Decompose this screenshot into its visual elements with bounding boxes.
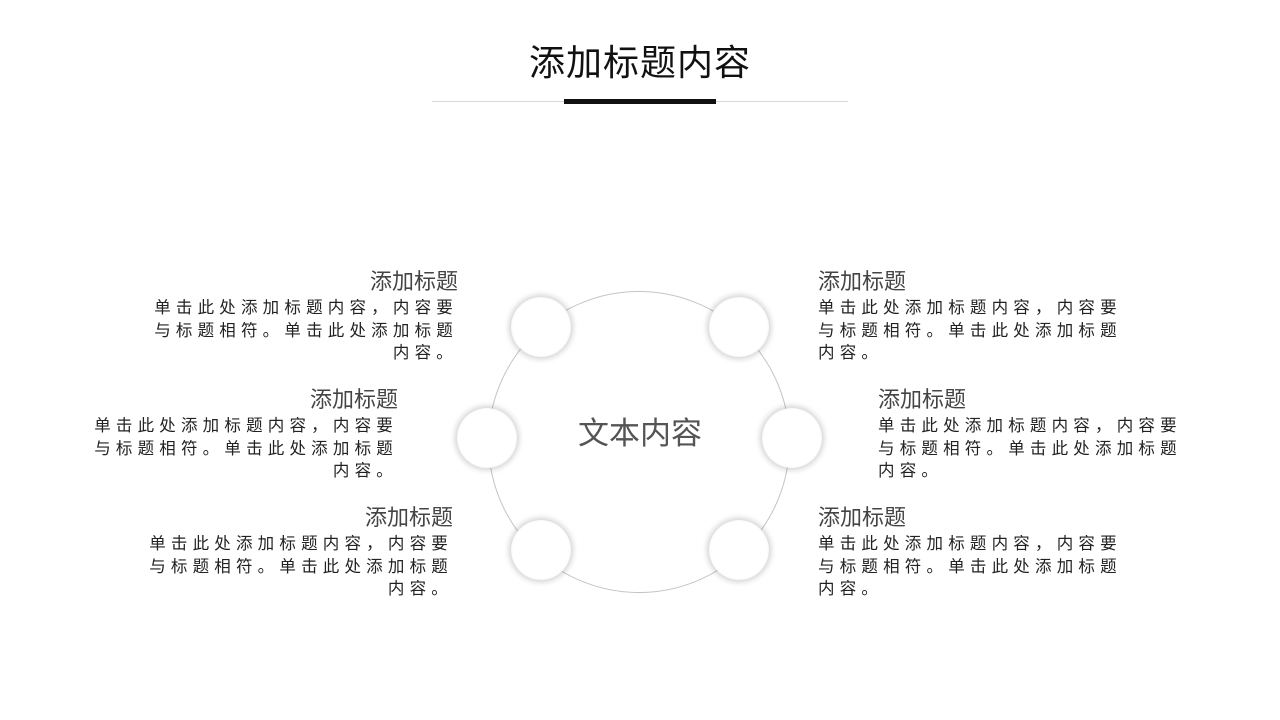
block-body-line: 单击此处添加标题内容，内容要	[154, 298, 458, 317]
node-circle-bottom-left	[511, 520, 571, 580]
block-body-line: 与标题相符。单击此处添加标题	[878, 438, 1182, 458]
block-body-line: 内容。	[818, 343, 884, 362]
text-block-bottom-left: 添加标题 单击此处添加标题内容，内容要 与标题相符。单击此处添加标题 内容。	[113, 505, 453, 601]
node-circle-middle-left	[457, 408, 517, 468]
block-heading: 添加标题	[364, 506, 453, 531]
block-body-line: 内容。	[387, 579, 453, 598]
text-block-middle-right: 添加标题 单击此处添加标题内容，内容要 与标题相符。单击此处添加标题 内容。	[878, 387, 1218, 483]
block-body-line: 与标题相符。单击此处添加标题	[818, 556, 1122, 576]
block-body-line: 内容。	[878, 461, 944, 480]
block-body-line: 与标题相符。单击此处添加标题	[94, 438, 398, 458]
text-block-top-right: 添加标题 单击此处添加标题内容，内容要 与标题相符。单击此处添加标题 内容。	[818, 269, 1158, 365]
block-body-line: 单击此处添加标题内容，内容要	[149, 534, 453, 553]
center-label: 文本内容	[578, 416, 702, 452]
node-circle-top-left	[511, 297, 571, 357]
block-heading: 添加标题	[878, 388, 967, 413]
block-body-line: 内容。	[392, 343, 458, 362]
block-body-line: 单击此处添加标题内容，内容要	[818, 298, 1122, 317]
block-body-line: 内容。	[818, 579, 884, 598]
block-body-line: 内容。	[332, 461, 398, 480]
title-accent-bar	[564, 99, 716, 104]
node-circle-middle-right	[762, 408, 822, 468]
block-heading: 添加标题	[369, 270, 458, 295]
text-block-bottom-right: 添加标题 单击此处添加标题内容，内容要 与标题相符。单击此处添加标题 内容。	[818, 505, 1158, 601]
block-heading: 添加标题	[309, 388, 398, 413]
node-circle-top-right	[709, 297, 769, 357]
block-body-line: 与标题相符。单击此处添加标题	[154, 320, 458, 340]
block-body-line: 单击此处添加标题内容，内容要	[94, 416, 398, 435]
block-body-line: 单击此处添加标题内容，内容要	[818, 534, 1122, 553]
block-heading: 添加标题	[818, 506, 907, 531]
block-body-line: 与标题相符。单击此处添加标题	[818, 320, 1122, 340]
block-body-line: 与标题相符。单击此处添加标题	[149, 556, 453, 576]
block-body-line: 单击此处添加标题内容，内容要	[878, 416, 1182, 435]
page-title: 添加标题内容	[528, 43, 751, 84]
text-block-middle-left: 添加标题 单击此处添加标题内容，内容要 与标题相符。单击此处添加标题 内容。	[58, 387, 398, 483]
block-heading: 添加标题	[818, 270, 907, 295]
text-block-top-left: 添加标题 单击此处添加标题内容，内容要 与标题相符。单击此处添加标题 内容。	[118, 269, 458, 365]
node-circle-bottom-right	[709, 520, 769, 580]
